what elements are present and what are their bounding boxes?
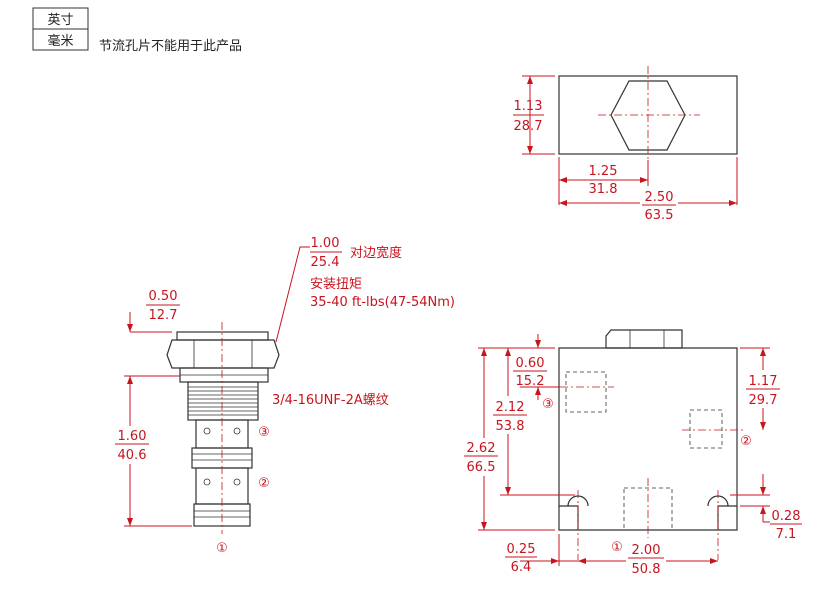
- front-port-1: ①: [611, 540, 623, 555]
- unit-legend: 英寸 毫米: [32, 7, 89, 51]
- hex-in: 1.00: [311, 236, 340, 251]
- hex-mm: 25.4: [311, 255, 340, 270]
- edge-in: 0.25: [507, 542, 536, 557]
- thread-label: 3/4-16UNF-2A螺纹: [272, 393, 389, 408]
- orifice-note: 节流孔片不能用于此产品: [99, 39, 242, 54]
- p2-in: 1.17: [749, 374, 778, 389]
- hex-label: 对边宽度: [350, 245, 402, 261]
- front-view: 0.60 15.2 ③ 2.12 53.8 2.62 66.5 1.17 29.…: [464, 329, 802, 578]
- top-width-mm: 63.5: [645, 208, 674, 223]
- head-in: 0.50: [149, 289, 178, 304]
- top-port-in: 1.25: [589, 164, 618, 179]
- total-mm: 66.5: [467, 460, 496, 475]
- mount-in: 0.28: [772, 509, 801, 524]
- p3-in: 0.60: [516, 356, 545, 371]
- front-port-3: ③: [542, 397, 554, 412]
- head-mm: 12.7: [149, 308, 178, 323]
- length-mm: 40.6: [118, 448, 147, 463]
- total-in: 2.62: [467, 441, 496, 456]
- front-port-2: ②: [740, 434, 752, 449]
- top-view: 1.13 28.7 1.25 31.8 2.50 63.5: [513, 66, 738, 223]
- p3b-mm: 53.8: [496, 419, 525, 434]
- top-width-in: 2.50: [645, 190, 674, 205]
- p3b-in: 2.12: [496, 400, 525, 415]
- holes-in: 2.00: [632, 543, 661, 558]
- unit-mm-label: 毫米: [47, 33, 73, 49]
- top-height-in: 1.13: [514, 99, 543, 114]
- cart-port-2: ②: [258, 476, 270, 491]
- unit-inch-label: 英寸: [47, 13, 73, 28]
- torque-value: 35-40 ft-lbs(47-54Nm): [310, 295, 455, 310]
- mount-mm: 7.1: [776, 527, 797, 542]
- cart-port-3: ③: [258, 425, 270, 440]
- p3-mm: 15.2: [516, 374, 545, 389]
- top-port-mm: 31.8: [589, 182, 618, 197]
- cart-port-1: ①: [216, 541, 228, 556]
- edge-mm: 6.4: [511, 560, 532, 575]
- holes-mm: 50.8: [632, 562, 661, 577]
- cartridge-view: 1.00 25.4 对边宽度 安装扭矩 35-40 ft-lbs(47-54Nm…: [113, 236, 455, 556]
- top-height-mm: 28.7: [514, 119, 543, 134]
- p2-mm: 29.7: [749, 393, 778, 408]
- torque-label: 安装扭矩: [310, 277, 362, 292]
- length-in: 1.60: [118, 429, 147, 444]
